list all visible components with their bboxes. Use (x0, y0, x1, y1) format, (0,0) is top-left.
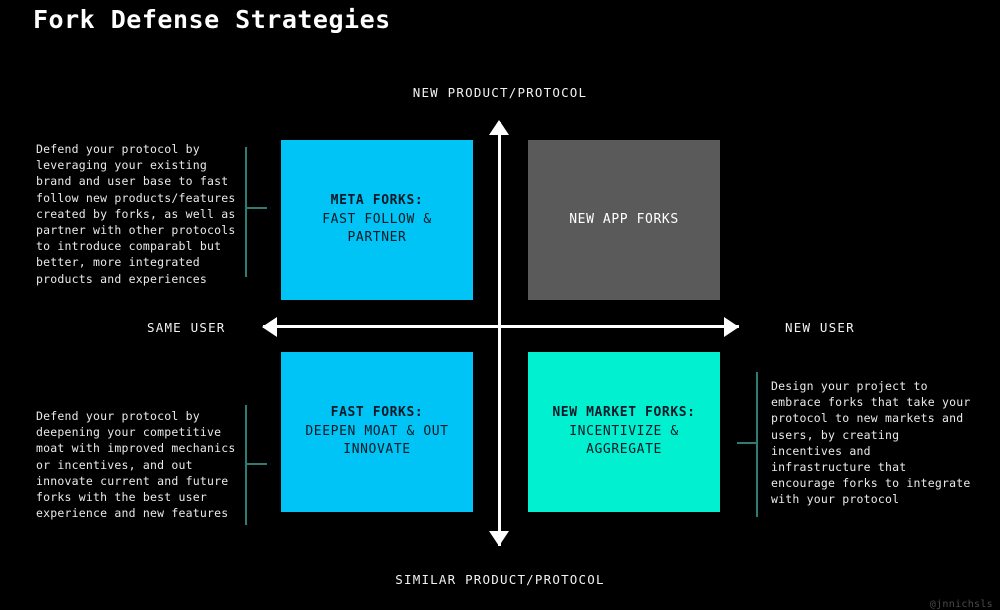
page-title: Fork Defense Strategies (33, 5, 391, 34)
axis-label-left: SAME USER (147, 320, 226, 335)
quadrant-subtitle: DEEPEN MOAT & OUT INNOVATE (305, 423, 449, 458)
bracket-tick (247, 463, 267, 465)
quadrant-subtitle: INCENTIVIZE & AGGREGATE (569, 423, 679, 458)
horizontal-axis-line (263, 325, 739, 328)
annotation-new-market-forks: Design your project to embrace forks tha… (771, 379, 971, 507)
quadrant-title: FAST FORKS: (330, 404, 424, 420)
bracket-tick (737, 442, 757, 444)
arrow-down-icon (489, 531, 509, 546)
arrow-right-icon (724, 317, 739, 337)
quadrant-title: NEW APP FORKS (569, 211, 679, 227)
bracket-tick (247, 207, 267, 209)
quadrant-new-app-forks: NEW APP FORKS (528, 140, 720, 300)
axis-label-right: NEW USER (785, 320, 855, 335)
quadrant-new-market-forks: NEW MARKET FORKS: INCENTIVIZE & AGGREGAT… (528, 352, 720, 512)
quadrant-meta-forks: META FORKS: FAST FOLLOW & PARTNER (281, 140, 473, 300)
arrow-left-icon (262, 317, 277, 337)
bracket-stem (245, 147, 247, 277)
axis-label-bottom: SIMILAR PRODUCT/PROTOCOL (395, 572, 605, 587)
annotation-meta-forks: Defend your protocol by leveraging your … (36, 142, 236, 286)
vertical-axis-line (498, 122, 501, 546)
bracket-stem (756, 372, 758, 517)
quadrant-title: NEW MARKET FORKS: (552, 404, 696, 420)
quadrant-title: META FORKS: (330, 192, 424, 208)
quadrant-fast-forks: FAST FORKS: DEEPEN MOAT & OUT INNOVATE (281, 352, 473, 512)
bracket-stem (245, 405, 247, 525)
watermark: @jnnichsls (929, 599, 993, 610)
quadrant-subtitle: FAST FOLLOW & PARTNER (322, 211, 432, 246)
axis-label-top: NEW PRODUCT/PROTOCOL (412, 85, 588, 100)
arrow-up-icon (489, 120, 509, 135)
annotation-fast-forks: Defend your protocol by deepening your c… (36, 409, 236, 521)
